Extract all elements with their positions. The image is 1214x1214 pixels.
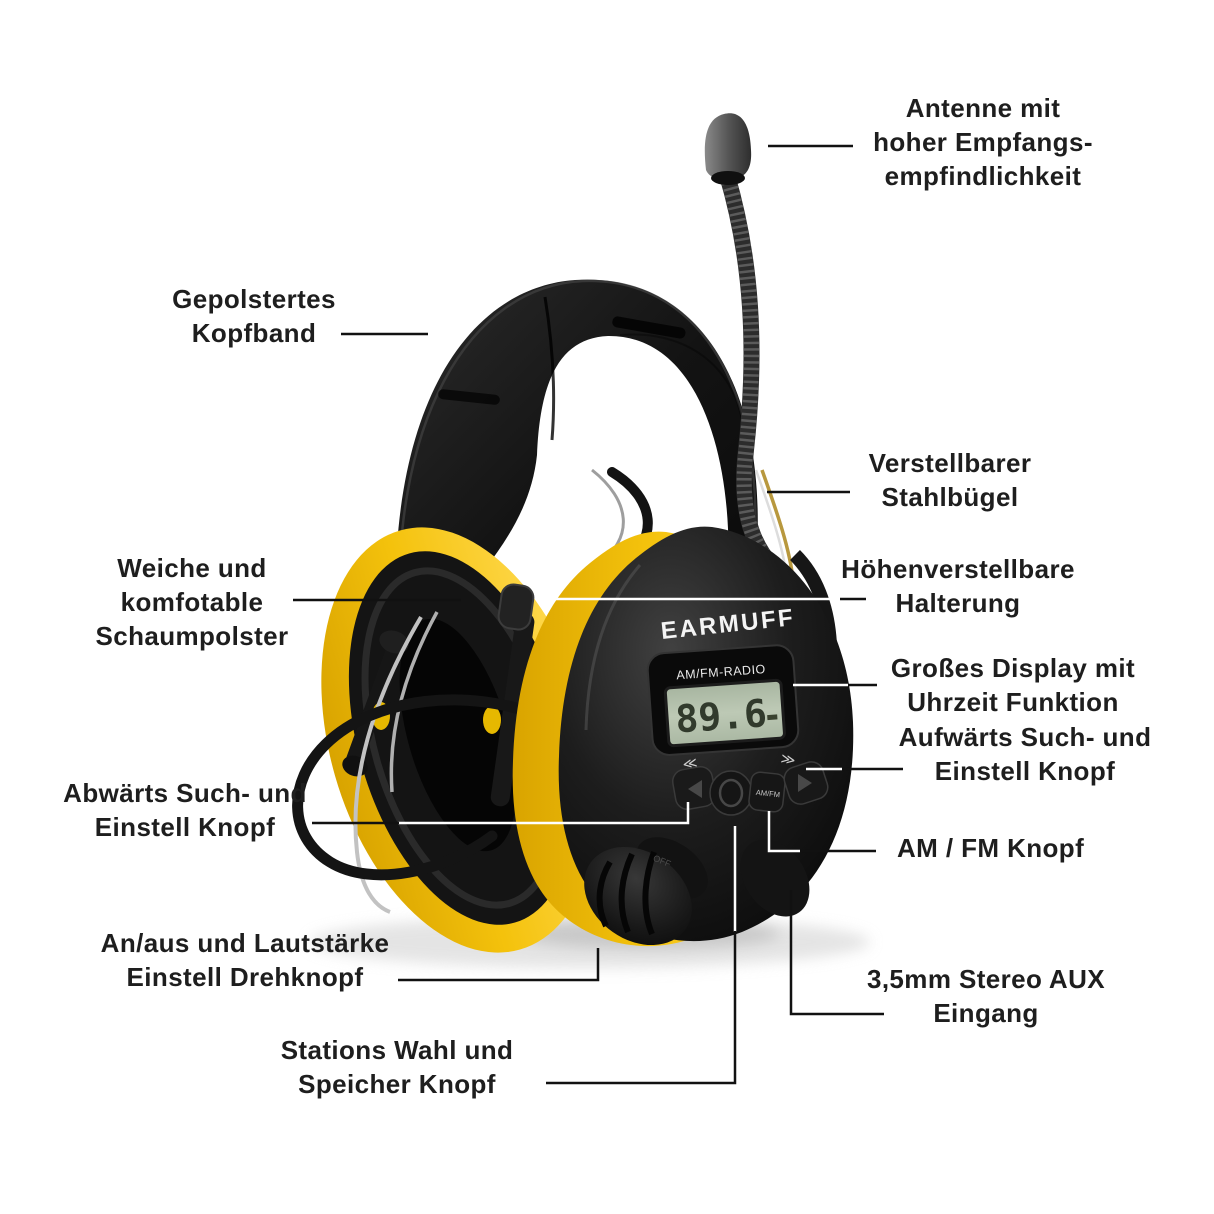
rail-pin-right [483,706,501,734]
antenna-tip [704,113,752,180]
callout-label-display: Großes Display mit Uhrzeit Funktion [890,653,1136,717]
svg-text:AM/FM: AM/FM [755,788,780,799]
volume-knob: OFF [584,837,708,946]
callout-label-bracket: Verstellbarer Stahlbügel [868,448,1032,512]
radio-display: AM/FM-RADIO 89.6 [646,644,800,756]
callout-label-antenna: Antenne mit hoher Empfangs- empfindlichk… [873,93,1093,191]
callout-label-foam: Weiche und komfotable Schaumpolster [95,553,289,651]
callout-line-seekdown-inner [398,802,690,825]
callout-label-power: An/aus und Lautstärke Einstell Drehknopf [100,928,390,992]
lcd-screen [663,678,786,748]
callout-lines [293,144,903,1085]
am-fm-button: AM/FM [748,771,786,813]
callout-label-am-fm: AM / FM Knopf [897,833,1085,863]
seek-down-button [671,765,717,811]
callout-line-amfm-inner [767,811,800,853]
preset-button [709,770,753,816]
callout-line-preset [546,931,737,1085]
callout-label-headband: Gepolstertes Kopfband [172,284,336,348]
callout-label-preset: Stations Wahl und Speicher Knopf [280,1035,514,1099]
callout-line-power [398,948,600,982]
holder-cap [497,583,535,631]
callout-label-holder: Höhenverstellbare Halterung [841,554,1075,618]
callout-line-aux [789,890,884,1016]
seek-up-button [783,761,829,805]
callout-label-seek-down: Abwärts Such- und Einstell Knopf [63,778,307,842]
callout-label-aux: 3,5mm Stereo AUX Eingang [866,964,1106,1028]
ear-cup-right: EARMUFF AM/FM-RADIO 89.6 ≪ ≫ [512,526,854,947]
display-header: AM/FM-RADIO [676,662,766,682]
lcd-frequency: 89.6 [674,691,768,741]
callout-label-seek-up: Aufwärts Such- und Einstell Knopf [898,722,1152,786]
seek-fwd-mark: ≫ [780,750,797,768]
antenna [704,113,805,597]
